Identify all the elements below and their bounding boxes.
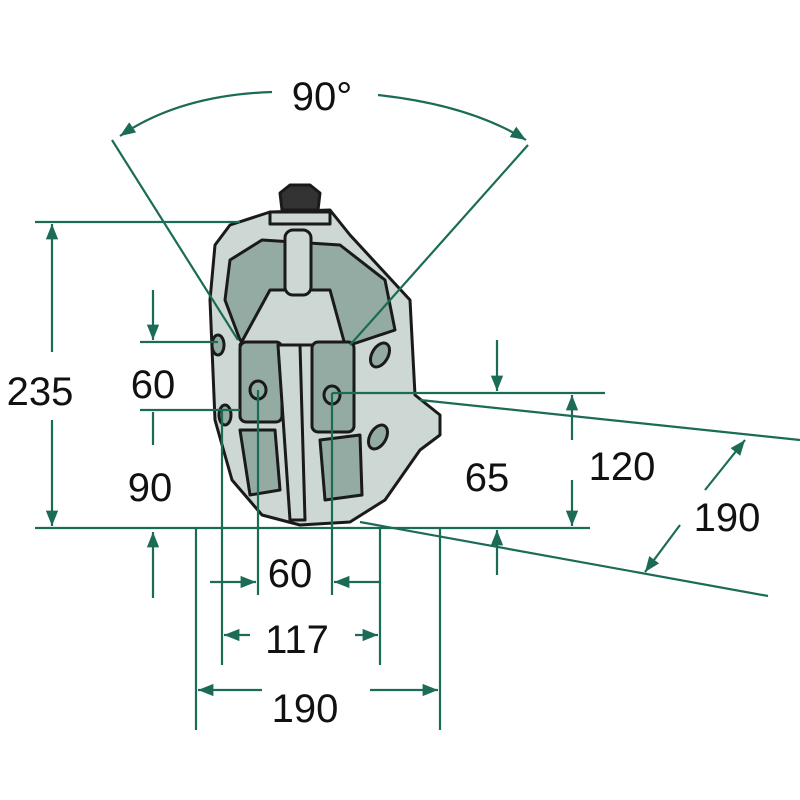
left-hole-height-label: 90 [128, 466, 173, 510]
angle-label: 90° [292, 75, 353, 119]
height-total-label: 235 [7, 370, 74, 414]
bottom-middle-label: 117 [265, 618, 329, 662]
dimension-lines [35, 90, 800, 730]
diagonal-width-label: 190 [694, 496, 761, 540]
right-hole-height-label: 65 [465, 456, 510, 500]
bottom-inner-label: 60 [268, 552, 313, 596]
bottom-outer-label: 190 [272, 687, 339, 731]
left-hole-spacing-label: 60 [131, 363, 176, 407]
coupling-part [208, 183, 442, 527]
right-offset-height-label: 120 [589, 445, 656, 489]
